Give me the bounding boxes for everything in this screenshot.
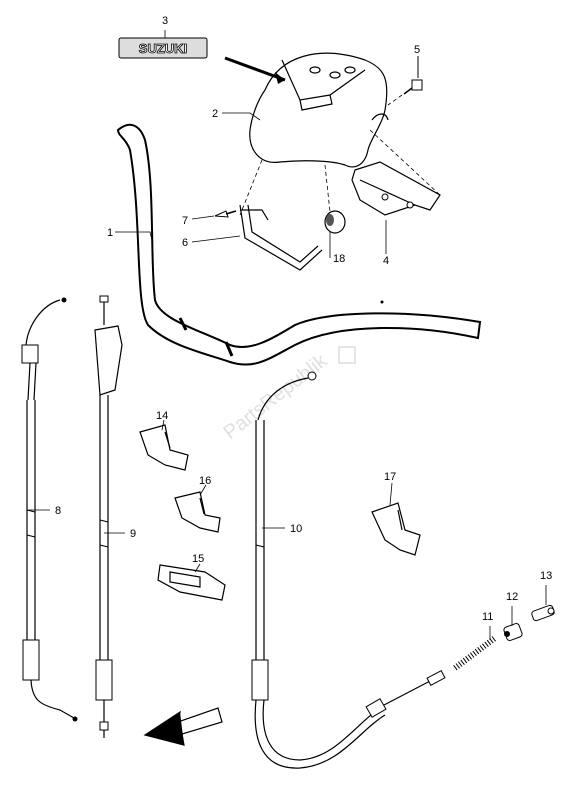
- callout-14: 14: [156, 410, 168, 422]
- callout-9: 9: [130, 528, 136, 540]
- stay-6: [239, 204, 323, 271]
- bracket-4: [351, 161, 441, 216]
- callout-17: 17: [384, 471, 396, 483]
- clamp-17: [371, 502, 421, 556]
- front-direction-arrow-icon: [143, 707, 223, 746]
- leader-lines: [28, 30, 547, 640]
- callout-10: 10: [290, 523, 302, 535]
- callout-labels: 1 2 3 4 5 6 7 8 9 10 11 12 13 14 15 16 1…: [55, 15, 552, 623]
- watermark-logo-icon: [338, 346, 356, 364]
- callout-18: 18: [333, 253, 345, 265]
- clamp-16: [174, 491, 221, 533]
- screw-7: [214, 210, 237, 218]
- suzuki-badge-text: SUZUKI: [139, 41, 187, 56]
- callout-13: 13: [540, 570, 552, 582]
- callout-11: 11: [482, 611, 493, 623]
- callout-6: 6: [182, 237, 188, 249]
- clamp-14: [139, 424, 189, 471]
- callout-7: 7: [182, 215, 188, 227]
- callout-12: 12: [506, 591, 518, 603]
- bolt-5: [403, 79, 423, 95]
- handlebar-cover: [249, 52, 389, 168]
- callout-2: 2: [212, 108, 218, 120]
- cushion-18: [324, 210, 346, 234]
- handlebar: [116, 123, 482, 366]
- callout-8: 8: [55, 505, 61, 517]
- cable-end-12: [503, 623, 523, 641]
- cable-9: [94, 295, 123, 738]
- callout-16: 16: [199, 475, 211, 487]
- callout-5: 5: [414, 44, 420, 56]
- callout-3: 3: [162, 15, 168, 27]
- clamp-15: [157, 564, 226, 601]
- suzuki-emblem: SUZUKI: [118, 37, 208, 59]
- assembly-lines: [239, 94, 441, 216]
- callout-1: 1: [107, 227, 113, 239]
- cable-end-13: [531, 604, 555, 622]
- callout-4: 4: [383, 255, 389, 267]
- cable-8: [21, 297, 78, 722]
- spring-11: [453, 635, 497, 671]
- cable-10: [251, 371, 446, 769]
- callout-15: 15: [192, 553, 204, 565]
